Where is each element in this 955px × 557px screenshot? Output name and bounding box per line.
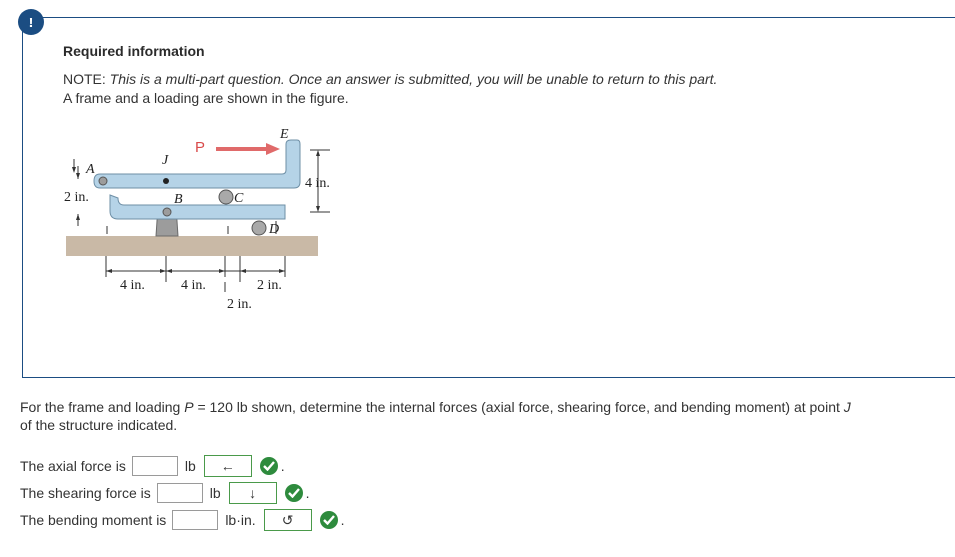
frame-figure: A J E B C D 2 in. 4 in. 4 in. 4 in. 2 in… xyxy=(64,127,330,312)
pin-b xyxy=(162,207,172,217)
check-icon xyxy=(284,484,303,502)
check-icon xyxy=(319,511,338,529)
dim-2in-right: 2 in. xyxy=(257,278,282,293)
period: . xyxy=(305,485,310,501)
bending-moment-direction[interactable]: ↺ xyxy=(263,509,312,531)
shearing-force-row: The shearing force is lb ↓ . xyxy=(20,482,310,504)
required-info-title: Required information xyxy=(63,43,205,59)
point-j-marker xyxy=(163,178,169,184)
question-suffix: of the structure indicated. xyxy=(20,417,178,433)
bending-moment-input[interactable] xyxy=(172,510,219,530)
check-icon xyxy=(259,457,278,475)
roller-c xyxy=(218,189,234,205)
question-point: J xyxy=(843,399,851,415)
dim-2in-bottom: 2 in. xyxy=(227,297,252,312)
pin-a xyxy=(98,176,108,186)
axial-force-direction[interactable]: ← xyxy=(203,455,252,477)
dim-4in-1: 4 in. xyxy=(120,278,145,293)
note-text: This is a multi-part question. Once an a… xyxy=(109,71,718,87)
question-variable: P xyxy=(184,399,194,415)
question-text: For the frame and loading P = 120 lb sho… xyxy=(20,398,955,434)
bending-moment-row: The bending moment is lb·in. ↺ . xyxy=(20,509,345,531)
bending-moment-label: The bending moment is xyxy=(20,512,167,528)
axial-force-label: The axial force is xyxy=(20,458,126,474)
shearing-force-direction[interactable]: ↓ xyxy=(228,482,277,504)
question-prefix: For the frame and loading xyxy=(20,399,185,415)
label-b: B xyxy=(174,192,183,207)
shearing-force-unit: lb xyxy=(209,485,221,501)
axial-force-input[interactable] xyxy=(131,456,178,476)
question-middle: = 120 lb shown, determine the internal f… xyxy=(193,399,844,415)
shearing-force-label: The shearing force is xyxy=(20,485,151,501)
dim-4in-2: 4 in. xyxy=(181,278,206,293)
dim-2in-left: 2 in. xyxy=(64,190,89,205)
required-info-panel xyxy=(22,17,955,378)
label-e: E xyxy=(279,127,289,142)
bending-moment-unit: lb·in. xyxy=(225,512,256,528)
note-prefix: NOTE: xyxy=(63,71,110,87)
ground-surface xyxy=(66,236,318,256)
roller-d xyxy=(251,220,267,236)
label-d: D xyxy=(268,222,279,237)
load-arrowhead xyxy=(266,143,280,155)
label-j: J xyxy=(162,153,169,168)
figure-description: A frame and a loading are shown in the f… xyxy=(63,90,349,106)
label-c: C xyxy=(234,191,244,206)
lower-member xyxy=(109,194,286,220)
period: . xyxy=(280,458,285,474)
dim-4in-right: 4 in. xyxy=(305,176,330,191)
label-a: A xyxy=(85,162,95,177)
axial-force-unit: lb xyxy=(184,458,196,474)
period: . xyxy=(340,512,345,528)
label-p: P xyxy=(195,139,205,156)
upper-member xyxy=(93,139,301,189)
shearing-force-input[interactable] xyxy=(156,483,203,503)
axial-force-row: The axial force is lb ← . xyxy=(20,455,285,477)
note-line: NOTE: This is a multi-part question. Onc… xyxy=(63,71,717,87)
